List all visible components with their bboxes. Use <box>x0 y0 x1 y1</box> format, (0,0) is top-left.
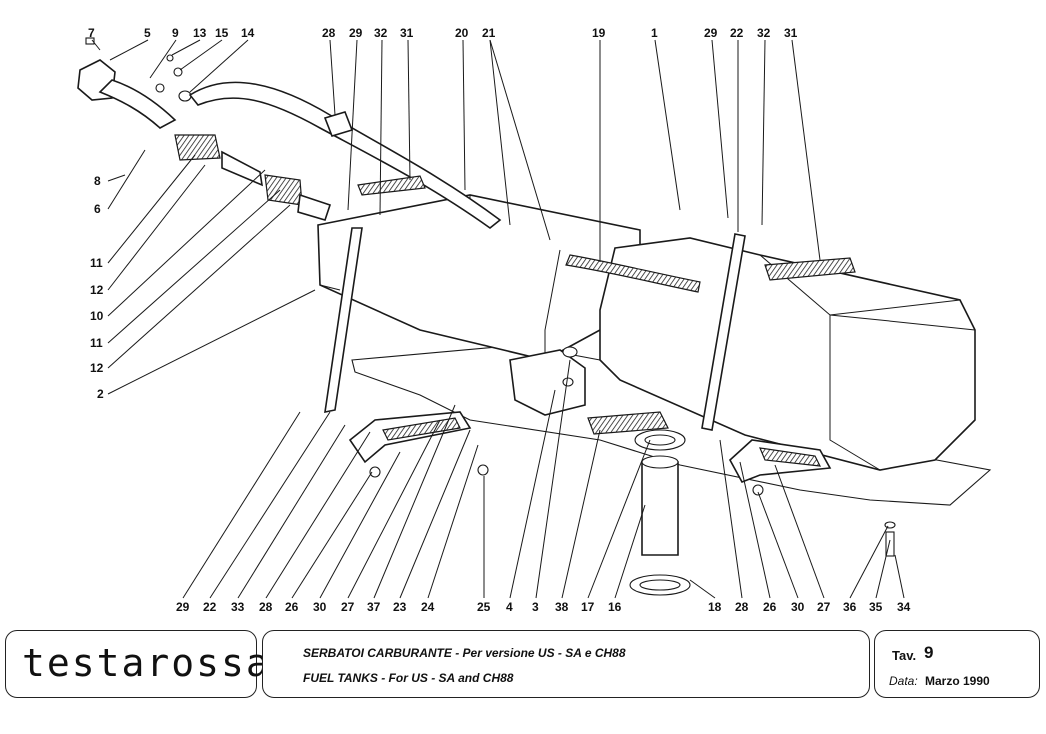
callout-number: 18 <box>708 600 722 614</box>
fuel-sender-unit <box>629 429 691 596</box>
callout-number: 31 <box>400 26 414 40</box>
callout-number: 9 <box>172 26 179 40</box>
filler-neck-assembly <box>77 37 332 221</box>
washer <box>884 521 896 529</box>
title-block: testarossa SERBATOI CARBURANTE - Per ver… <box>0 630 1046 700</box>
callout-number: 31 <box>784 26 798 40</box>
callout-number: 32 <box>374 26 388 40</box>
callout-number: 19 <box>592 26 606 40</box>
rubber-pad <box>357 175 426 196</box>
logo-box: testarossa <box>5 630 269 698</box>
callout-number: 30 <box>313 600 327 614</box>
callout-number: 22 <box>203 600 217 614</box>
tank-strap <box>701 233 746 431</box>
nut <box>752 484 764 496</box>
callout-number: 26 <box>763 600 777 614</box>
callout-number: 34 <box>897 600 911 614</box>
callout-number: 33 <box>231 600 245 614</box>
callout-number: 25 <box>477 600 491 614</box>
callout-number: 15 <box>215 26 229 40</box>
tank-strap <box>324 227 363 414</box>
callouts-top: 7 5 9 13 15 14 28 29 32 31 20 21 19 1 29… <box>88 26 798 40</box>
callout-number: 11 <box>90 256 103 270</box>
callout-number: 20 <box>455 26 469 40</box>
callout-number: 8 <box>94 174 101 188</box>
callout-number: 12 <box>90 283 104 297</box>
callout-number: 35 <box>869 600 883 614</box>
callout-number: 30 <box>791 600 805 614</box>
callout-number: 1 <box>651 26 658 40</box>
callout-number: 37 <box>367 600 381 614</box>
exploded-parts-diagram: 7 5 9 13 15 14 28 29 32 31 20 21 19 1 29… <box>77 26 992 614</box>
callout-number: 28 <box>735 600 749 614</box>
callout-number: 38 <box>555 600 569 614</box>
vent-hose <box>188 81 502 230</box>
callout-number: 27 <box>341 600 355 614</box>
description-english: FUEL TANKS - For US - SA and CH88 <box>303 671 514 685</box>
rubber-pad <box>382 417 461 441</box>
rubber-pad <box>587 411 669 435</box>
nut <box>477 464 489 476</box>
rubber-pad <box>759 447 822 467</box>
callout-number: 29 <box>704 26 718 40</box>
nut <box>369 466 381 478</box>
callout-number: 29 <box>349 26 363 40</box>
description-italian: SERBATOI CARBURANTE - Per versione US - … <box>303 646 626 660</box>
callout-number: 24 <box>421 600 435 614</box>
callout-number: 28 <box>259 600 273 614</box>
callouts-bottom: 29 22 33 28 26 30 27 37 23 24 25 4 3 38 … <box>176 600 911 614</box>
callout-number: 3 <box>532 600 539 614</box>
callout-number: 23 <box>393 600 407 614</box>
fuel-pump <box>509 346 586 416</box>
callout-number: 5 <box>144 26 151 40</box>
callouts-left: 8 6 11 12 10 11 12 2 <box>90 174 104 401</box>
leader-lines <box>91 39 905 599</box>
callout-number: 21 <box>482 26 496 40</box>
callout-number: 4 <box>506 600 513 614</box>
callout-number: 14 <box>241 26 255 40</box>
callout-number: 26 <box>285 600 299 614</box>
description-box: SERBATOI CARBURANTE - Per versione US - … <box>262 630 870 698</box>
callout-number: 6 <box>94 202 101 216</box>
callout-number: 17 <box>581 600 595 614</box>
callout-number: 16 <box>608 600 622 614</box>
tav-label: Tav. <box>892 648 917 663</box>
callout-number: 11 <box>90 336 103 350</box>
callout-number: 29 <box>176 600 190 614</box>
callout-number: 32 <box>757 26 771 40</box>
callout-number: 22 <box>730 26 744 40</box>
connecting-hose <box>565 254 701 293</box>
callout-number: 12 <box>90 361 104 375</box>
date-label: Data: <box>889 674 918 688</box>
callout-number: 36 <box>843 600 857 614</box>
callout-number: 2 <box>97 387 104 401</box>
right-fuel-tank <box>599 237 976 471</box>
sheet-info-box: Tav. 9 Data: Marzo 1990 <box>874 630 1040 698</box>
date-value: Marzo 1990 <box>925 674 990 688</box>
callout-number: 10 <box>90 309 104 323</box>
rubber-pad <box>764 257 856 281</box>
testarossa-logo: testarossa <box>22 641 271 685</box>
tav-number: 9 <box>924 643 934 662</box>
callout-number: 28 <box>322 26 336 40</box>
bolt <box>885 531 895 557</box>
callout-number: 27 <box>817 600 831 614</box>
callout-number: 7 <box>88 26 95 40</box>
callout-number: 13 <box>193 26 207 40</box>
